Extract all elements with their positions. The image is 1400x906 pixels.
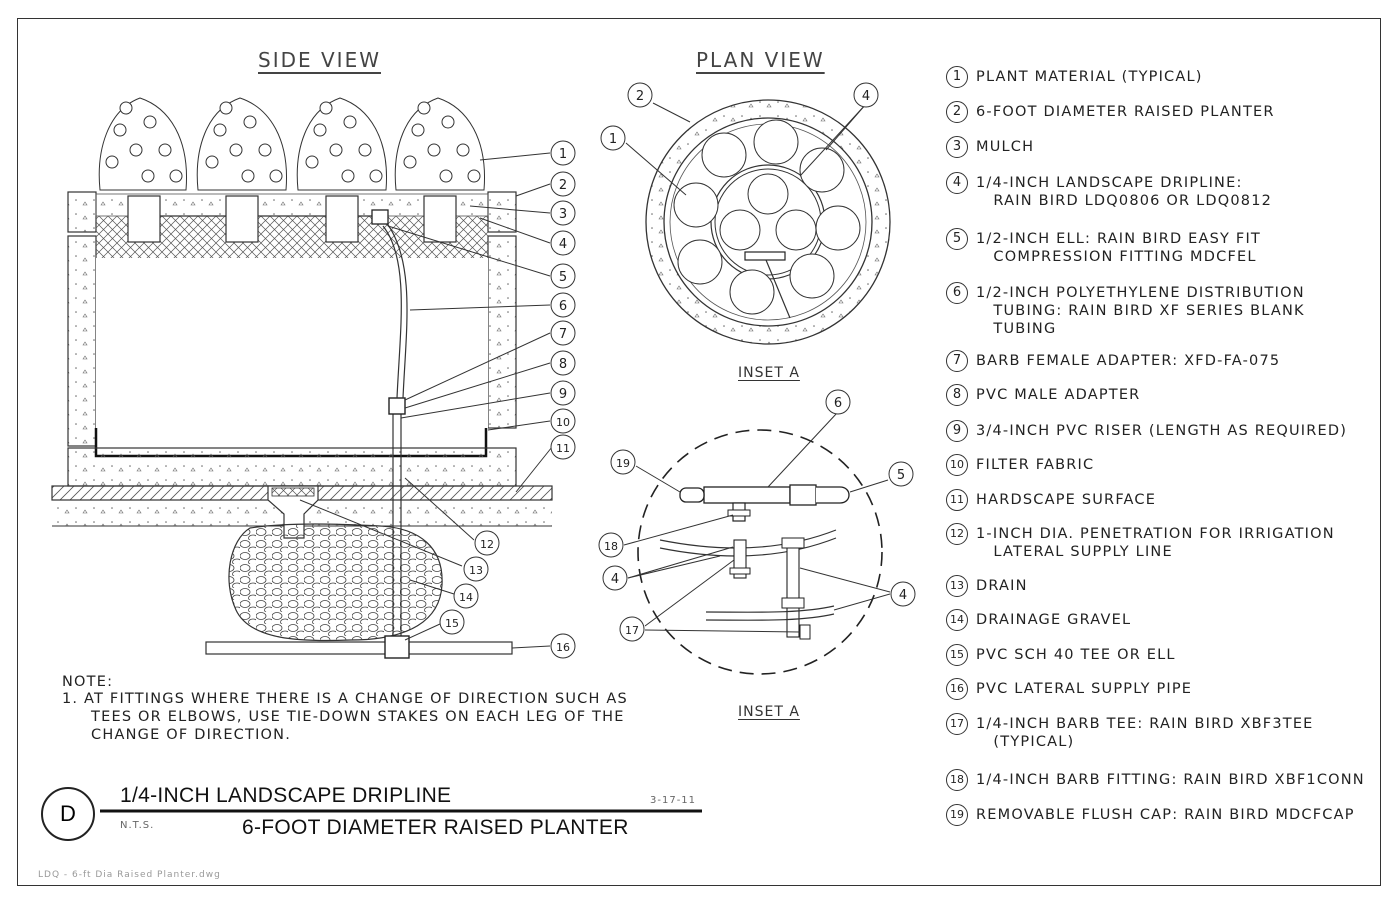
side-callout-6: 6 <box>559 299 567 314</box>
inset-callout-5: 5 <box>897 468 905 483</box>
plan-view-drawing <box>625 99 891 345</box>
inset-callout-17: 17 <box>625 624 639 637</box>
detail-letter: D <box>41 787 95 841</box>
side-callout-1: 1 <box>559 147 567 162</box>
plan-callouts: 1 2 4 <box>600 82 879 151</box>
side-callout-2: 2 <box>559 178 567 193</box>
side-callout-5: 5 <box>559 270 567 285</box>
side-callout-4: 4 <box>559 237 567 252</box>
note-text: 1. AT FITTINGS WHERE THERE IS A CHANGE O… <box>62 691 628 743</box>
note-heading: NOTE: <box>62 674 114 690</box>
title-line-2: 6-FOOT DIAMETER RAISED PLANTER <box>242 816 629 839</box>
plan-callout-1: 1 <box>609 132 617 147</box>
inset-label-bottom: INSET A <box>738 704 800 720</box>
side-callout-13: 13 <box>469 564 483 577</box>
inset-drawing <box>623 412 891 675</box>
scale-label: N.T.S. <box>120 820 155 831</box>
side-callout-12: 12 <box>480 538 494 551</box>
inset-callout-4-right: 4 <box>899 588 907 603</box>
side-callout-3: 3 <box>559 207 567 222</box>
side-callout-9: 9 <box>559 387 567 402</box>
inset-callout-4-left: 4 <box>611 572 619 587</box>
side-callout-15: 15 <box>445 617 459 630</box>
side-callout-8: 8 <box>559 357 567 372</box>
inset-callout-18: 18 <box>604 540 618 553</box>
inset-callout-6: 6 <box>834 396 842 411</box>
title-line-1: 1/4-INCH LANDSCAPE DRIPLINE <box>120 784 452 807</box>
side-view-title: SIDE VIEW <box>258 48 381 72</box>
plan-callout-4: 4 <box>862 89 870 104</box>
sheet-border <box>17 18 1381 886</box>
filename-label: LDQ - 6-ft Dia Raised Planter.dwg <box>38 870 221 880</box>
inset-callouts: 6 5 19 18 4 17 4 <box>598 389 916 642</box>
inset-label-top: INSET A <box>738 365 800 381</box>
date-label: 3-17-11 <box>650 795 697 806</box>
plan-callout-2: 2 <box>636 89 644 104</box>
side-callout-10: 10 <box>556 416 570 429</box>
side-callout-14: 14 <box>459 591 473 604</box>
side-callout-11: 11 <box>556 442 570 455</box>
side-callouts: 1 2 3 4 5 6 7 8 9 10 11 12 13 14 15 16 <box>439 140 576 659</box>
side-view-drawing <box>51 97 553 659</box>
plan-view-title: PLAN VIEW <box>696 48 825 72</box>
inset-callout-19: 19 <box>616 457 630 470</box>
side-callout-16: 16 <box>556 641 570 654</box>
side-callout-7: 7 <box>559 327 567 342</box>
